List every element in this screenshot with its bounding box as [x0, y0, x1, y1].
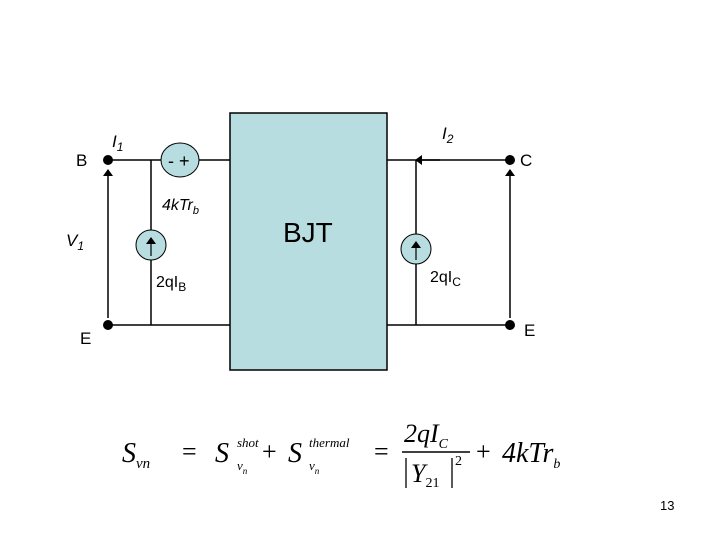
- current-i2-label: I2: [442, 124, 454, 146]
- noise-equation: Svn = S shot vn + S thermal vn = 2qIC Y2…: [122, 419, 560, 491]
- eq-equals-2: =: [374, 437, 389, 466]
- eq-term-thermal-sub: vn: [309, 458, 320, 476]
- eq-term-shot-sup: shot: [237, 435, 259, 450]
- voltage-v1-label: V1: [66, 231, 84, 253]
- eq-frac-numerator: 2qIC: [404, 419, 449, 452]
- circuit-diagram: BJT - + 4kTrb I1 B V1 2qIB E C I2: [66, 112, 535, 371]
- eq-lhs: Svn: [122, 438, 150, 472]
- eq-term-shot-sub: vn: [237, 458, 248, 476]
- bjt-label: BJT: [283, 217, 333, 248]
- eq-plus-1: +: [262, 437, 277, 466]
- eq-term-thermal-sup: thermal: [309, 435, 350, 450]
- eq-equals-1: =: [182, 437, 197, 466]
- vsource-polarity: - +: [168, 151, 190, 171]
- eq-frac-denominator: Y21: [411, 459, 439, 491]
- thermal-voltage-source: [160, 142, 200, 178]
- emitter-terminal-right: [505, 320, 515, 330]
- eq-term-thermal: S: [288, 438, 302, 469]
- eq-den-exponent: 2: [455, 454, 462, 469]
- eq-tail: 4kTrb: [502, 438, 560, 472]
- collector-shot-label: 2qIC: [430, 269, 461, 289]
- thermal-source-label: 4kTrb: [162, 197, 199, 217]
- eq-term-shot: S: [215, 438, 229, 469]
- node-b-label: B: [76, 151, 87, 170]
- emitter-terminal-left: [103, 320, 113, 330]
- current-i1-label: I1: [112, 132, 123, 154]
- node-e-right-label: E: [524, 321, 535, 340]
- collector-terminal: [505, 155, 515, 165]
- eq-plus-2: +: [476, 437, 491, 466]
- node-c-label: C: [520, 151, 532, 170]
- base-terminal: [103, 155, 113, 165]
- bjt-box: [229, 112, 388, 371]
- base-shot-label: 2qIB: [156, 274, 186, 294]
- node-e-left-label: E: [80, 329, 91, 348]
- page-number: 13: [660, 498, 674, 513]
